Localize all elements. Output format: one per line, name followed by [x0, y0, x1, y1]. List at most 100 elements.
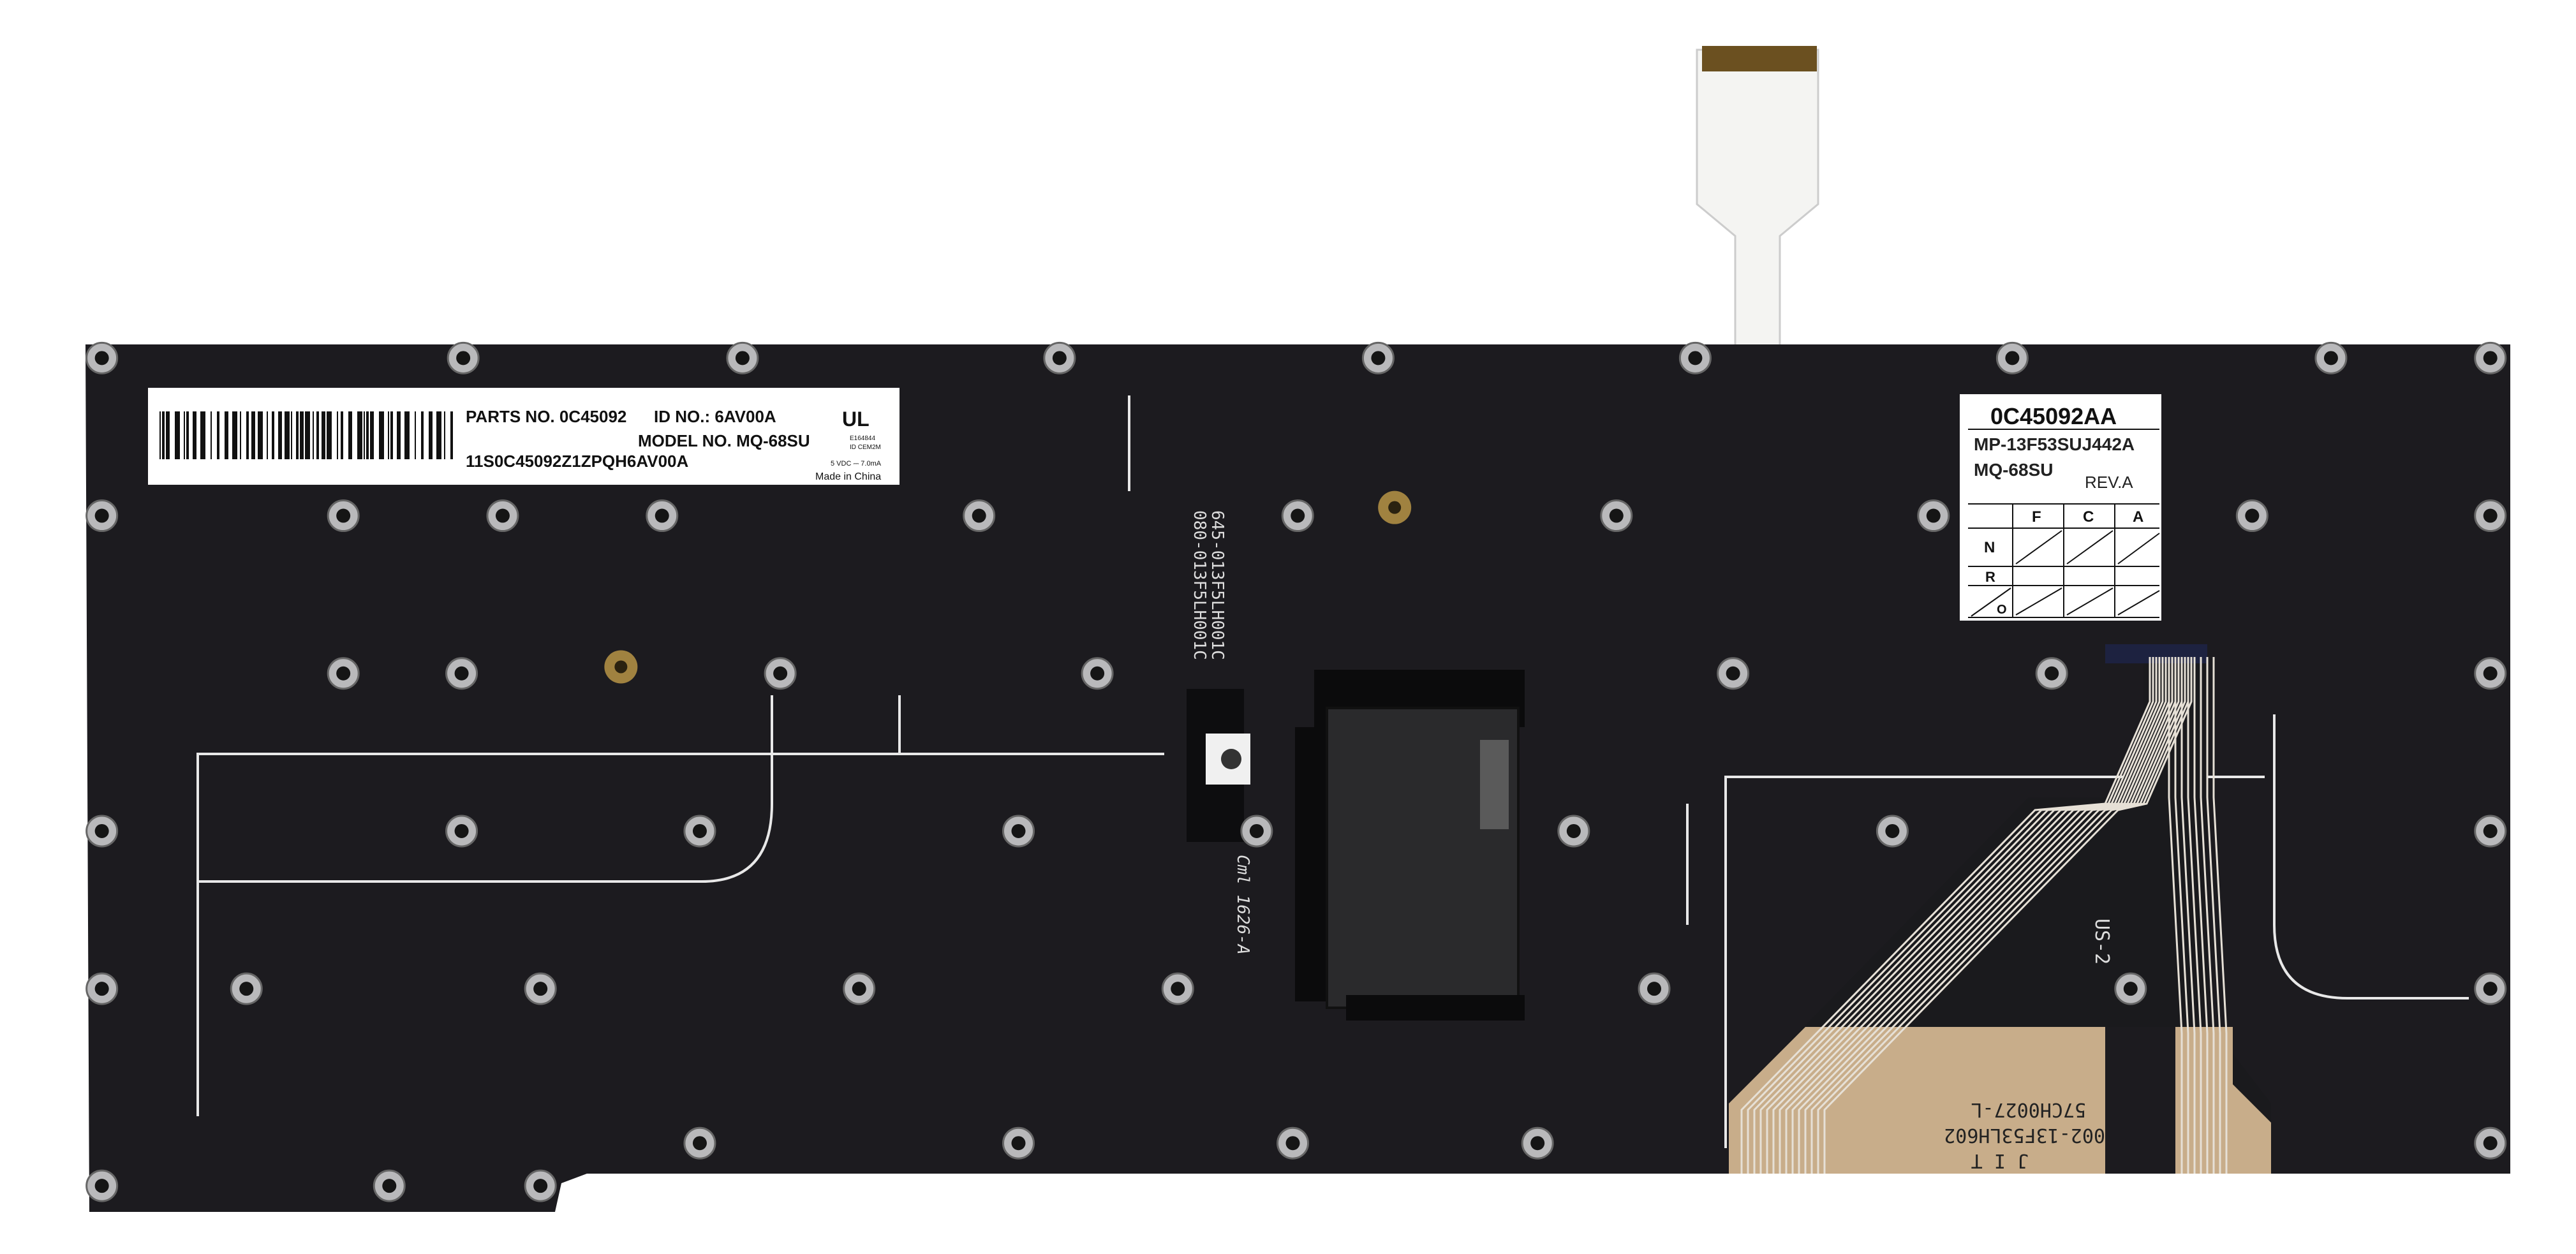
- screw-hole: [1277, 1126, 1310, 1160]
- screw-hole: [524, 1169, 557, 1202]
- part-number-label: PARTS NO. 0C45092 ID NO.: 6AV00A MODEL N…: [148, 388, 899, 485]
- barcode-bar: [175, 411, 180, 459]
- barcode-bar: [421, 411, 424, 459]
- flex-trace: [1823, 657, 2193, 1174]
- flex-print-3: J I T: [1971, 1149, 2029, 1172]
- barcode-bar: [159, 411, 161, 459]
- col-c: C: [2083, 508, 2094, 526]
- screw-hole: [1002, 815, 1035, 848]
- brass-standoff: [1378, 491, 1412, 524]
- screw-hole: [1678, 341, 1712, 374]
- flex-trace: [2180, 657, 2196, 1174]
- screw-hole: [327, 657, 360, 690]
- ribbon-cable-top: [1696, 46, 1819, 371]
- screw-hole: [1521, 1126, 1554, 1160]
- col-a: A: [2133, 508, 2143, 526]
- row-n: N: [1984, 539, 1995, 556]
- barcode-bar: [267, 411, 268, 459]
- screw-hole: [2474, 972, 2507, 1005]
- flex-trace: [2212, 657, 2228, 1174]
- screw-hole: [1002, 1126, 1035, 1160]
- screw-hole: [1876, 815, 1909, 848]
- flex-print-2: 002-13F53LH602: [1944, 1124, 2105, 1146]
- screw-hole: [85, 815, 119, 848]
- screw-hole: [1600, 499, 1633, 533]
- flex-print-1: 57CH0027-L: [1971, 1098, 2086, 1121]
- silk-us2: US-2: [2091, 918, 2113, 964]
- col-f: F: [2032, 508, 2041, 526]
- serial-no: 11S0C45092Z1ZPQH6AV00A: [466, 452, 688, 471]
- flex-trace: [2174, 657, 2189, 1174]
- barcode-bar: [370, 411, 374, 459]
- screw-hole: [683, 1126, 716, 1160]
- barcode-bar: [278, 411, 282, 459]
- barcode-bar: [429, 411, 433, 459]
- barcode-bar: [240, 411, 241, 459]
- barcode-bar: [166, 411, 170, 459]
- barcode: [159, 411, 453, 459]
- barcode-bar: [444, 411, 445, 459]
- barcode-bar: [357, 411, 362, 459]
- screw-hole: [1081, 657, 1114, 690]
- barcode-bar: [379, 411, 384, 459]
- screw-hole: [445, 815, 478, 848]
- screw-hole: [85, 341, 119, 374]
- cert-code-2: ID CEM2M: [850, 444, 881, 451]
- barcode-bar: [450, 411, 453, 459]
- rating: 5 VDC ⎓ 7.0mA: [831, 460, 882, 468]
- silk-text-1: 645-013F5LH001C: [1208, 510, 1227, 660]
- screw-hole: [2035, 657, 2068, 690]
- barcode-bar: [341, 411, 343, 459]
- label-model: MQ-68SU: [1974, 460, 2053, 480]
- screw-holes: [85, 341, 2507, 1202]
- screw-hole: [726, 341, 759, 374]
- barcode-bar: [162, 411, 165, 459]
- barcode-bar: [397, 411, 401, 459]
- screw-hole: [2474, 815, 2507, 848]
- barcode-bar: [337, 411, 338, 459]
- barcode-bar: [300, 411, 304, 459]
- screw-hole: [1995, 341, 2029, 374]
- screw-hole: [1281, 499, 1314, 533]
- screw-hole: [2114, 972, 2147, 1005]
- barcode-bar: [366, 411, 369, 459]
- barcode-bar: [348, 411, 352, 459]
- screw-hole: [1043, 341, 1076, 374]
- screw-hole: [1638, 972, 1671, 1005]
- barcode-bar: [316, 411, 319, 459]
- barcode-bar: [217, 411, 219, 459]
- flex-trace: [2200, 657, 2215, 1174]
- barcode-bar: [327, 411, 332, 459]
- flex-circuit: 57CH0027-L 002-13F53LH602 J I T: [1729, 644, 2271, 1174]
- parts-no: PARTS NO. 0C45092: [466, 407, 626, 426]
- barcode-bar: [251, 411, 255, 459]
- screw-hole: [85, 1169, 119, 1202]
- barcode-bar: [322, 411, 325, 459]
- screw-hole: [327, 499, 360, 533]
- screw-hole: [1240, 815, 1273, 848]
- barcode-bar: [291, 411, 292, 459]
- id-no: ID NO.: 6AV00A: [654, 407, 776, 426]
- barcode-bar: [388, 411, 389, 459]
- ul-mark-icon: UL: [842, 408, 870, 431]
- screw-hole: [764, 657, 797, 690]
- silk-text-2: 080-013F5LH001C: [1190, 510, 1209, 660]
- origin: Made in China: [815, 471, 881, 482]
- barcode-bar: [225, 411, 228, 459]
- barcode-bar: [296, 411, 299, 459]
- barcode-bar: [193, 411, 196, 459]
- barcode-bar: [184, 411, 185, 459]
- cert-code-1: E164844: [850, 435, 875, 442]
- screw-hole: [2235, 499, 2269, 533]
- barcode-bar: [313, 411, 314, 459]
- barcode-bar: [305, 411, 310, 459]
- screw-hole: [2474, 341, 2507, 374]
- screw-hole: [2474, 657, 2507, 690]
- flex-trace: [2168, 657, 2183, 1174]
- screw-hole: [963, 499, 996, 533]
- screw-hole: [445, 657, 478, 690]
- screw-hole: [85, 972, 119, 1005]
- screw-hole: [447, 341, 480, 374]
- flex-trace: [2187, 657, 2202, 1174]
